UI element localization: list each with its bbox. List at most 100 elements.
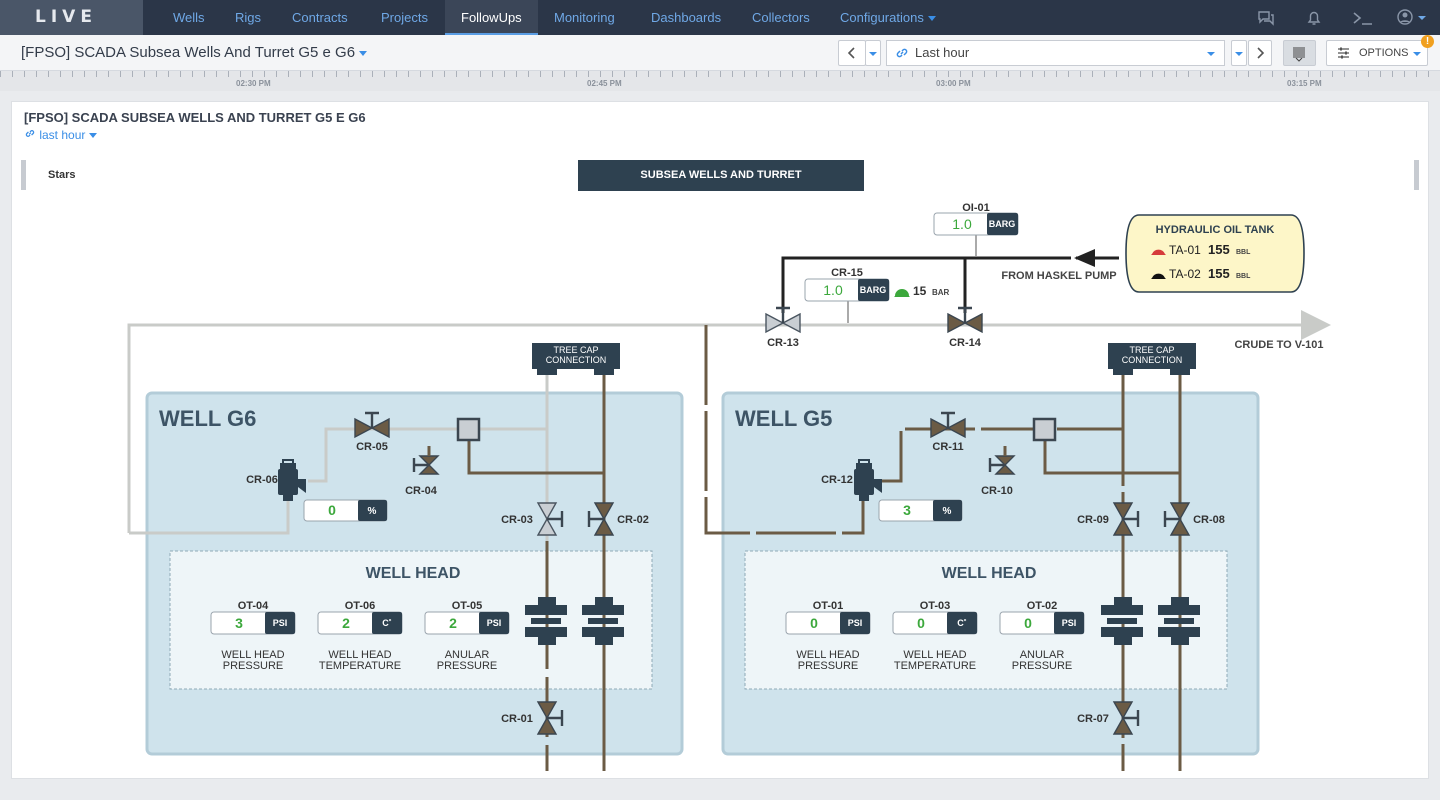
tree-cap-label: TREE CAP xyxy=(553,345,598,355)
tank-value: 155 xyxy=(1208,266,1230,281)
nav-monitoring[interactable]: Monitoring xyxy=(554,10,615,25)
gauge-value: 2 xyxy=(342,615,350,631)
choke-unit: % xyxy=(368,506,377,517)
choke-unit: % xyxy=(943,506,952,517)
chevron-down-icon xyxy=(1207,52,1215,56)
nav-configurations[interactable]: Configurations xyxy=(840,0,936,35)
well-g5-title: WELL G5 xyxy=(735,406,832,431)
valve-label: CR-02 xyxy=(617,514,649,526)
tree-cap-connection-g6: TREE CAP CONNECTION xyxy=(532,343,620,375)
valve-label: CR-03 xyxy=(501,514,533,526)
valve-cr06[interactable]: CR-06 xyxy=(246,459,306,501)
dashboard-selector[interactable]: [FPSO] SCADA Subsea Wells And Turret G5 … xyxy=(21,44,368,61)
timeline-tick: 02:45 PM xyxy=(587,79,622,88)
valve-label: CR-10 xyxy=(981,485,1013,497)
wellhead-flange-g6 xyxy=(525,597,624,645)
alarm-bell-icon xyxy=(1151,249,1166,255)
valve-label: CR-01 xyxy=(501,713,533,725)
gauge-label: TEMPERATURE xyxy=(319,660,401,672)
valve-cr13[interactable]: CR-13 xyxy=(765,306,801,349)
valve-cr12[interactable]: CR-12 xyxy=(821,459,882,501)
gauge-label: WELL HEAD xyxy=(796,649,859,661)
panel-range-label: last hour xyxy=(39,128,86,142)
timeline-ruler[interactable]: 02:30 PM 02:45 PM 03:00 PM 03:15 PM xyxy=(0,71,1440,91)
terminal-icon[interactable] xyxy=(1352,8,1372,28)
nav-followups[interactable]: FollowUps xyxy=(445,0,538,35)
well-g6-title: WELL G6 xyxy=(159,406,256,431)
nav-dashboards[interactable]: Dashboards xyxy=(651,10,722,25)
valve-label: CR-14 xyxy=(949,337,982,349)
valve-cr09[interactable]: CR-09 xyxy=(1077,502,1140,536)
gauge-value: 0 xyxy=(917,615,925,631)
nav-rigs[interactable]: Rigs xyxy=(235,10,262,25)
timeline-tick: 02:30 PM xyxy=(236,79,271,88)
gauge-unit-box xyxy=(947,612,977,634)
nav-collectors[interactable]: Collectors xyxy=(752,10,810,25)
gauge-value: 0 xyxy=(1024,615,1032,631)
chevron-down-icon xyxy=(927,16,936,22)
wellhead-flange-g5 xyxy=(1101,597,1200,645)
choke-value: 3 xyxy=(903,502,911,518)
dashboard-title: [FPSO] SCADA Subsea Wells And Turret G5 … xyxy=(21,44,356,61)
chevron-down-icon xyxy=(1413,52,1421,56)
gauge-label: TEMPERATURE xyxy=(894,660,976,672)
hydraulic-oil-tank: HYDRAULIC OIL TANK TA-01 155 BBL TA-02 1… xyxy=(1125,214,1305,293)
gauge-label: ANULAR xyxy=(1020,649,1065,661)
time-range-select[interactable]: Last hour xyxy=(886,40,1225,66)
crude-label: CRUDE TO V-101 xyxy=(1234,339,1323,351)
gauge-unit: BARG xyxy=(860,285,887,295)
prev-range-button[interactable] xyxy=(838,40,866,66)
chevron-down-icon xyxy=(89,133,98,139)
user-menu-icon[interactable] xyxy=(1396,8,1430,28)
gauge-unit-box xyxy=(479,612,509,634)
tank-title: HYDRAULIC OIL TANK xyxy=(1156,224,1275,236)
panel-range-link[interactable]: last hour xyxy=(24,128,98,142)
valve-label: CR-11 xyxy=(932,441,963,453)
gauge-value: 1.0 xyxy=(952,216,972,232)
gauge-unit-box xyxy=(1054,612,1084,634)
panel-title: [FPSO] SCADA SUBSEA WELLS AND TURRET G5 … xyxy=(24,110,366,125)
alert-badge-icon[interactable]: ! xyxy=(1421,35,1434,48)
valve-cr01[interactable]: CR-01 xyxy=(501,701,564,735)
junction-box xyxy=(1032,417,1057,442)
valve-cr08[interactable]: CR-08 xyxy=(1163,502,1225,536)
valve-cr10[interactable]: CR-10 xyxy=(981,446,1016,497)
valve-cr03[interactable]: CR-03 xyxy=(501,502,564,536)
gauge-oi01: OI-01 1.0 BARG xyxy=(933,202,1019,236)
nav-projects[interactable]: Projects xyxy=(381,10,428,25)
nav-configurations-label: Configurations xyxy=(840,10,924,25)
nav-wells[interactable]: Wells xyxy=(173,10,205,25)
valve-label: CR-12 xyxy=(821,474,853,486)
valve-label: CR-05 xyxy=(356,441,388,453)
valve-cr04[interactable]: CR-04 xyxy=(405,446,440,497)
pressure-unit: BAR xyxy=(932,288,950,297)
tank-tag: TA-01 xyxy=(1169,243,1201,257)
timeline-toggle-button[interactable] xyxy=(1283,40,1316,66)
valve-label: CR-06 xyxy=(246,474,278,486)
section-marker xyxy=(21,160,26,190)
valve-cr02[interactable]: CR-02 xyxy=(587,502,649,536)
choke-value: 0 xyxy=(328,502,336,518)
options-button[interactable]: OPTIONS xyxy=(1326,40,1428,66)
tank-unit: BBL xyxy=(1236,273,1251,280)
choke-readout-g5: 3 % xyxy=(878,499,963,522)
app-logo[interactable]: LIVE xyxy=(0,0,143,35)
next-range-button[interactable] xyxy=(1248,40,1272,66)
nav-contracts[interactable]: Contracts xyxy=(292,10,348,25)
bell-icon[interactable] xyxy=(1304,8,1324,28)
time-range-label: Last hour xyxy=(915,45,970,60)
options-label: OPTIONS xyxy=(1359,47,1409,59)
valve-label: CR-07 xyxy=(1077,713,1109,725)
gauge-tag: OT-02 xyxy=(1027,600,1058,612)
valve-cr05[interactable]: CR-05 xyxy=(354,411,390,453)
valve-label: CR-04 xyxy=(405,485,438,497)
range-future-dropdown[interactable] xyxy=(1231,40,1247,66)
chat-icon[interactable] xyxy=(1256,8,1276,28)
gauge-tag: OT-03 xyxy=(920,600,951,612)
range-history-dropdown[interactable] xyxy=(865,40,881,66)
valve-cr14[interactable]: CR-14 xyxy=(947,306,983,349)
valve-cr11[interactable]: CR-11 xyxy=(930,411,966,453)
valve-cr07[interactable]: CR-07 xyxy=(1077,701,1140,735)
